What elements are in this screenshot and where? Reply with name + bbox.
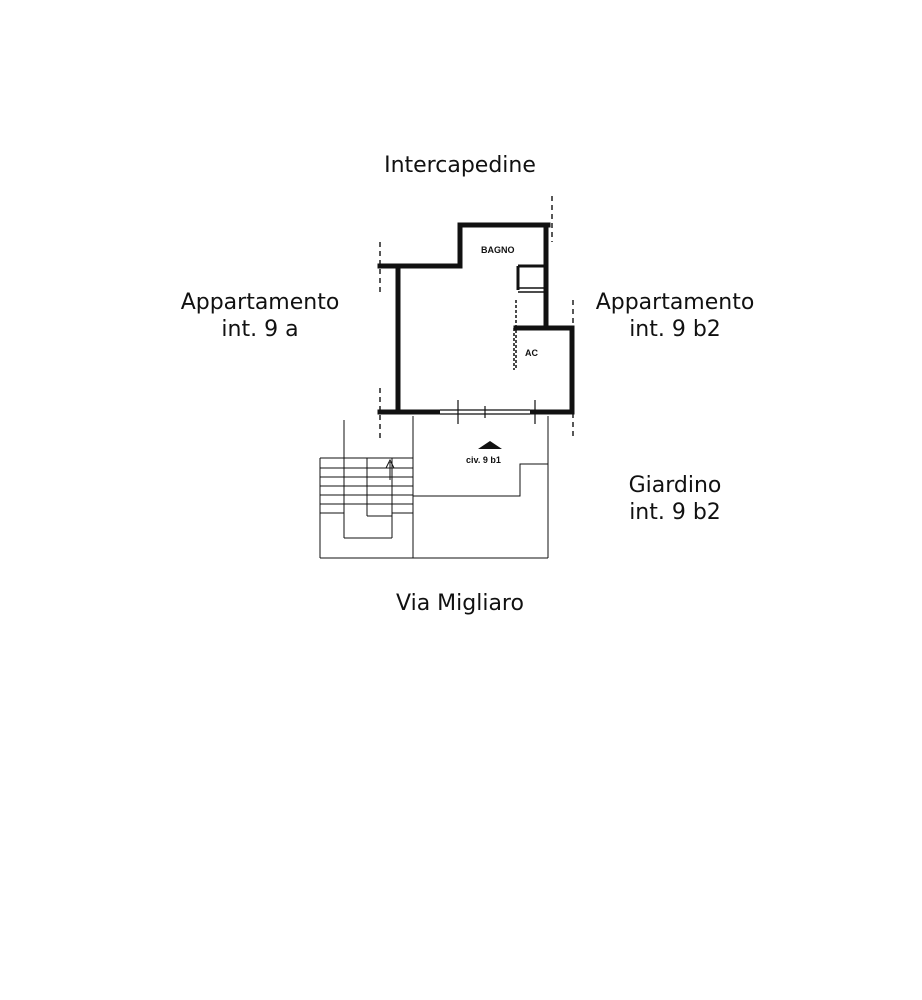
garden-line2: int. 9 b2 [629, 500, 721, 525]
garden-outline [320, 416, 549, 559]
east-apartment-line1: Appartamento [595, 290, 755, 315]
room-label-ac: AC [525, 348, 538, 358]
north-label-text: Intercapedine [384, 153, 536, 178]
entrance-label: civ. 9 b1 [466, 455, 501, 465]
east-apartment-label: Appartamento int. 9 b2 [570, 289, 780, 343]
room-label-bathroom: BAGNO [481, 245, 515, 255]
west-apartment-line1: Appartamento [180, 290, 340, 315]
east-apartment-line2: int. 9 b2 [629, 317, 721, 342]
north-label: Intercapedine [360, 152, 560, 179]
west-apartment-label: Appartamento int. 9 a [150, 289, 370, 343]
bathroom-partitions [513, 264, 548, 370]
garden-line1: Giardino [628, 473, 722, 498]
west-apartment-line2: int. 9 a [221, 317, 299, 342]
entrance-arrow-icon [478, 441, 502, 449]
staircase [319, 420, 413, 558]
south-street-label: Via Migliaro [360, 590, 560, 617]
boundary-lines [379, 196, 574, 440]
garden-label: Giardino int. 9 b2 [585, 472, 765, 526]
south-street-text: Via Migliaro [396, 591, 524, 616]
unit-walls [377, 222, 575, 415]
south-window-frames [440, 400, 536, 424]
